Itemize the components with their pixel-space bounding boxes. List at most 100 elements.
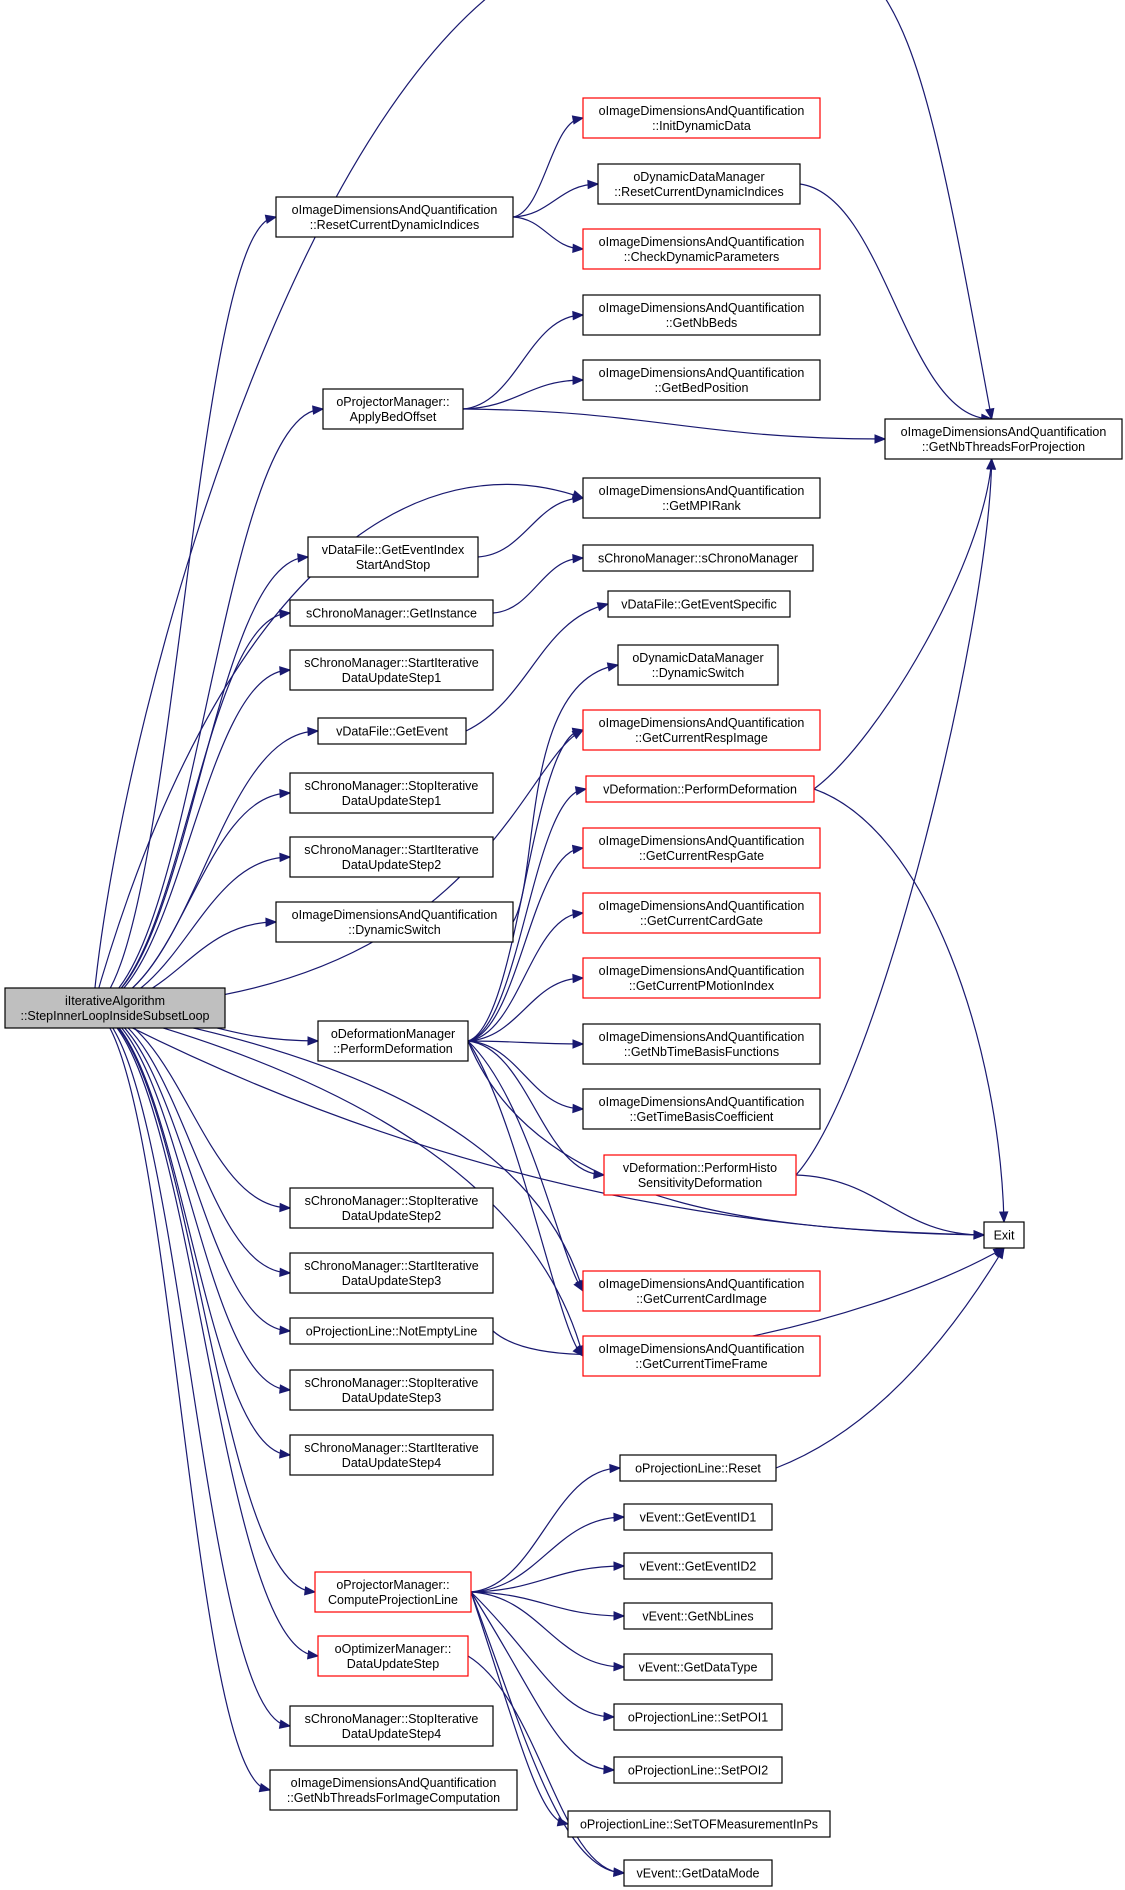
- function-node-nbbeds[interactable]: oImageDimensionsAndQuantification::GetNb…: [582, 294, 821, 336]
- function-node-tbcoef[interactable]: oImageDimensionsAndQuantification::GetTi…: [582, 1088, 821, 1130]
- node-box: [582, 827, 821, 869]
- arrowhead: [572, 375, 585, 385]
- arrowhead: [307, 1036, 320, 1046]
- arrowhead: [279, 666, 292, 676]
- node-label: ::CheckDynamicParameters: [624, 250, 780, 264]
- function-node-datamode[interactable]: vEvent::GetDataMode: [623, 1859, 773, 1887]
- function-node-pmotion[interactable]: oImageDimensionsAndQuantification::GetCu…: [582, 957, 821, 999]
- node-label: StartAndStop: [356, 558, 430, 572]
- arrowhead: [613, 1867, 626, 1877]
- function-node-start1[interactable]: sChronoManager::StartIterativeDataUpdate…: [289, 649, 494, 691]
- function-node-mpirank[interactable]: oImageDimensionsAndQuantification::GetMP…: [582, 477, 821, 519]
- node-label: ::GetTimeBasisCoefficient: [630, 1110, 774, 1124]
- function-node-timeframe[interactable]: oImageDimensionsAndQuantification::GetCu…: [582, 1335, 821, 1377]
- node-label: oProjectionLine::Reset: [635, 1462, 761, 1476]
- function-node-bedpos[interactable]: oImageDimensionsAndQuantification::GetBe…: [582, 359, 821, 401]
- function-node-ddm-reset[interactable]: oDynamicDataManager::ResetCurrentDynamic…: [597, 163, 801, 205]
- arrowhead: [264, 214, 278, 224]
- call-edge: [470, 1561, 626, 1593]
- function-node-vdef-perf[interactable]: vDeformation::PerformDeformation: [585, 775, 815, 803]
- function-node-stop4[interactable]: sChronoManager::StopIterativeDataUpdateS…: [289, 1705, 494, 1747]
- function-node-card-gate[interactable]: oImageDimensionsAndQuantification::GetCu…: [582, 892, 821, 934]
- node-box: [582, 294, 821, 336]
- function-node-root[interactable]: iIterativeAlgorithm::StepInnerLoopInside…: [4, 987, 226, 1029]
- function-node-poi1[interactable]: oProjectionLine::SetPOI1: [613, 1703, 783, 1731]
- function-node-stop3[interactable]: sChronoManager::StopIterativeDataUpdateS…: [289, 1369, 494, 1411]
- node-label: oImageDimensionsAndQuantification: [292, 908, 498, 922]
- node-label: ::GetCurrentRespImage: [635, 731, 768, 745]
- function-node-odef-perf[interactable]: oDeformationManager::PerformDeformation: [317, 1020, 469, 1062]
- call-edge: [92, 1007, 317, 1596]
- call-edge: [92, 1007, 292, 1335]
- function-node-start4[interactable]: sChronoManager::StartIterativeDataUpdate…: [289, 1434, 494, 1476]
- function-node-cpl[interactable]: oProjectorManager::ComputeProjectionLine: [314, 1571, 472, 1613]
- function-node-stop1[interactable]: sChronoManager::StopIterativeDataUpdateS…: [289, 772, 494, 814]
- function-node-evid2[interactable]: vEvent::GetEventID2: [623, 1552, 773, 1580]
- function-node-datatype[interactable]: vEvent::GetDataType: [623, 1653, 773, 1681]
- node-box: [275, 196, 514, 238]
- call-edge: [462, 408, 887, 444]
- arrowhead: [279, 788, 292, 799]
- function-node-notempty[interactable]: oProjectionLine::NotEmptyLine: [289, 1317, 494, 1345]
- arrowhead: [998, 1211, 1009, 1224]
- node-label: oImageDimensionsAndQuantification: [291, 1776, 497, 1790]
- function-node-threadsproj[interactable]: oImageDimensionsAndQuantification::GetNb…: [884, 418, 1123, 460]
- function-node-card-img[interactable]: oImageDimensionsAndQuantification::GetCu…: [582, 1270, 821, 1312]
- node-label: ::DynamicSwitch: [652, 666, 744, 680]
- arrowhead: [572, 553, 585, 564]
- node-box: [613, 1756, 783, 1784]
- call-edge: [92, 405, 325, 1009]
- function-node-evid1[interactable]: vEvent::GetEventID1: [623, 1503, 773, 1531]
- function-node-threadsimg[interactable]: oImageDimensionsAndQuantification::GetNb…: [269, 1769, 518, 1811]
- function-node-poi2[interactable]: oProjectionLine::SetPOI2: [613, 1756, 783, 1784]
- function-node-schrono-ctor[interactable]: sChronoManager::sChronoManager: [582, 544, 814, 572]
- function-node-dus[interactable]: oOptimizerManager::DataUpdateStep: [317, 1635, 469, 1677]
- function-node-exit[interactable]: Exit: [983, 1221, 1025, 1249]
- node-label: ::GetMPIRank: [662, 499, 741, 513]
- arrowhead: [613, 1661, 626, 1672]
- arrowhead: [571, 115, 585, 125]
- node-label: vEvent::GetEventID1: [640, 1511, 757, 1525]
- node-label: ::ResetCurrentDynamicIndices: [614, 185, 784, 199]
- node-label: vDeformation::PerformDeformation: [603, 783, 797, 797]
- node-box: [289, 599, 494, 627]
- function-node-idq-switch[interactable]: oImageDimensionsAndQuantification::Dynam…: [275, 901, 514, 943]
- node-label: oDynamicDataManager: [633, 170, 764, 184]
- function-node-plreset[interactable]: oProjectionLine::Reset: [619, 1454, 777, 1482]
- node-label: ComputeProjectionLine: [328, 1593, 458, 1607]
- node-box: [582, 1335, 821, 1377]
- node-label: ::PerformDeformation: [333, 1042, 453, 1056]
- function-node-initdyn[interactable]: oImageDimensionsAndQuantification::InitD…: [582, 97, 821, 139]
- function-node-evspec[interactable]: vDataFile::GetEventSpecific: [607, 590, 791, 618]
- arrowhead: [609, 1463, 622, 1474]
- node-label: DataUpdateStep3: [342, 1274, 441, 1288]
- node-label: ::GetBedPosition: [655, 381, 749, 395]
- function-node-checkdyn[interactable]: oImageDimensionsAndQuantification::Check…: [582, 228, 821, 270]
- arrowhead: [307, 726, 320, 737]
- node-box: [623, 1653, 773, 1681]
- call-edge: [470, 1591, 626, 1672]
- function-node-reset-cdi[interactable]: oImageDimensionsAndQuantification::Reset…: [275, 196, 514, 238]
- node-label: sChronoManager::StopIterative: [305, 779, 479, 793]
- function-node-getinst[interactable]: sChronoManager::GetInstance: [289, 599, 494, 627]
- node-box: [582, 1270, 821, 1312]
- node-label: oImageDimensionsAndQuantification: [599, 1342, 805, 1356]
- function-node-resp-gate[interactable]: oImageDimensionsAndQuantification::GetCu…: [582, 827, 821, 869]
- node-box: [623, 1859, 773, 1887]
- function-node-getevent[interactable]: vDataFile::GetEvent: [317, 717, 467, 745]
- function-node-start2[interactable]: sChronoManager::StartIterativeDataUpdate…: [289, 836, 494, 878]
- call-edge: [813, 788, 1009, 1224]
- function-node-ddm-switch[interactable]: oDynamicDataManager::DynamicSwitch: [617, 644, 779, 686]
- function-node-nblines[interactable]: vEvent::GetNbLines: [623, 1602, 773, 1630]
- function-node-applybed[interactable]: oProjectorManager::ApplyBedOffset: [322, 388, 464, 430]
- call-edge: [470, 1463, 622, 1593]
- function-node-tof[interactable]: oProjectionLine::SetTOFMeasurementInPs: [567, 1810, 831, 1838]
- function-node-histo[interactable]: vDeformation::PerformHistoSensitivityDef…: [603, 1154, 797, 1196]
- node-box: [4, 987, 226, 1029]
- function-node-resp-img[interactable]: oImageDimensionsAndQuantification::GetCu…: [582, 709, 821, 751]
- function-node-start3[interactable]: sChronoManager::StartIterativeDataUpdate…: [289, 1252, 494, 1294]
- function-node-stop2[interactable]: sChronoManager::StopIterativeDataUpdateS…: [289, 1187, 494, 1229]
- function-node-nbtbf[interactable]: oImageDimensionsAndQuantification::GetNb…: [582, 1023, 821, 1065]
- node-label: sChronoManager::StartIterative: [304, 843, 478, 857]
